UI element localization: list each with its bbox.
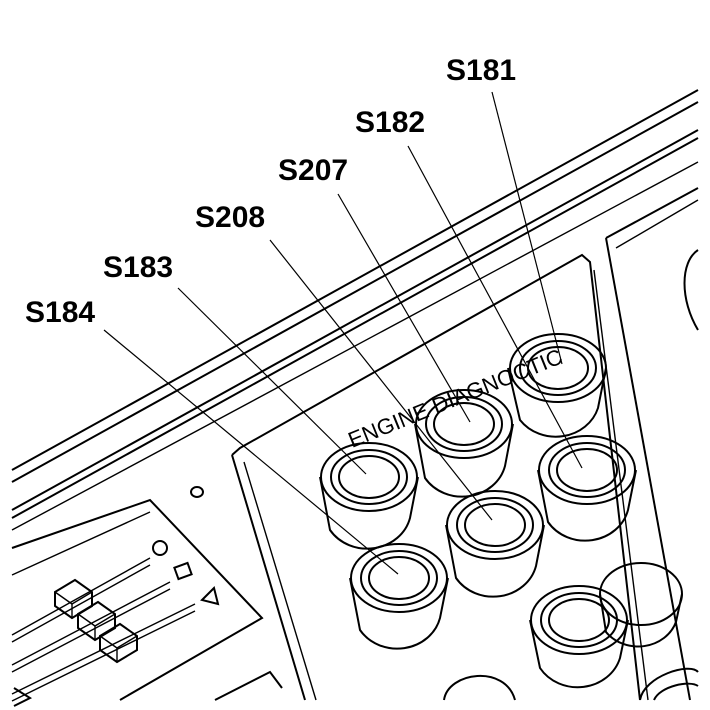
indicator-led [190, 486, 204, 498]
square-symbol-icon [173, 561, 193, 581]
lower-slot [214, 670, 283, 701]
callout-labels: S181 S182 S207 S208 S183 S184 [25, 54, 516, 329]
slider-knob-1 [54, 578, 93, 620]
button-lower-right[interactable] [599, 562, 683, 648]
leader-s182 [407, 145, 583, 469]
button-s208[interactable] [445, 490, 545, 598]
arrow-symbol-icon [13, 687, 33, 707]
callout-s181: S181 [446, 54, 516, 87]
slider-panel [11, 498, 264, 707]
leader-s183 [177, 287, 367, 475]
button-partial-bottom [443, 667, 699, 701]
diagnostic-panel-outline [231, 253, 649, 701]
slider-knob-3 [99, 622, 138, 664]
callout-s207: S207 [278, 154, 348, 187]
leader-s208 [269, 239, 493, 521]
button-s183[interactable] [319, 442, 419, 550]
dashboard-edge [11, 89, 699, 531]
button-lower-middle[interactable] [529, 585, 629, 689]
callout-s182: S182 [355, 106, 425, 139]
triangle-symbol-icon [200, 586, 220, 606]
leader-s181 [491, 91, 563, 365]
callout-s183: S183 [103, 251, 173, 284]
button-s182[interactable] [537, 435, 637, 542]
leader-s207 [337, 193, 471, 423]
callout-s208: S208 [195, 201, 265, 234]
callout-s184: S184 [25, 296, 95, 329]
circle-symbol-icon [152, 540, 168, 556]
button-s184[interactable] [349, 543, 449, 650]
leader-s184 [103, 329, 399, 575]
leader-lines [103, 91, 583, 575]
